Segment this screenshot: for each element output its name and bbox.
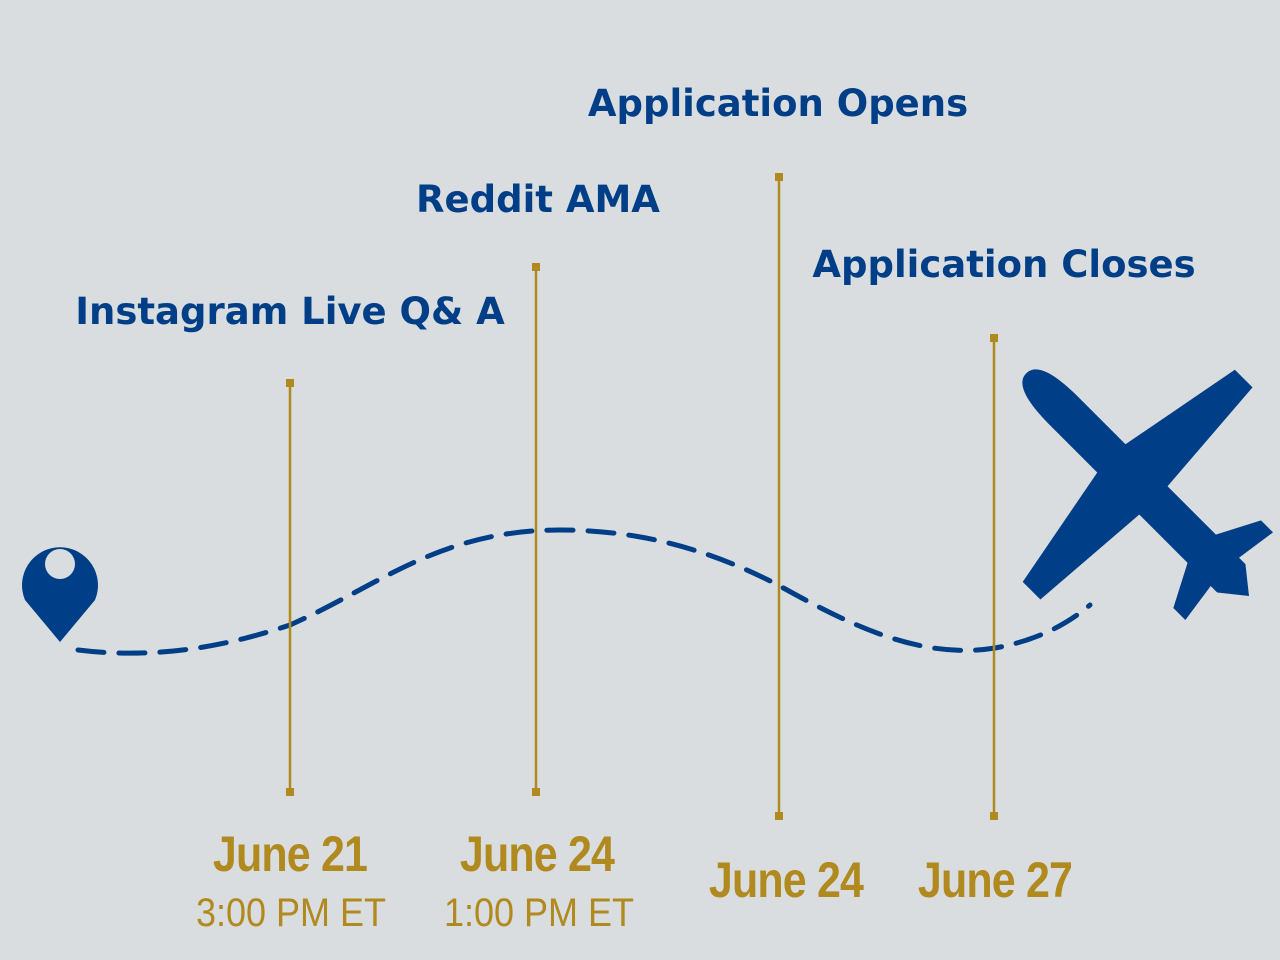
milestone-instagram-live-line (286, 379, 294, 796)
flight-path (75, 527, 1093, 656)
event-title-application-opens: Application Opens (587, 82, 969, 125)
event-title-application-closes: Application Closes (812, 243, 1196, 286)
event-time-reddit-ama: 1:00 PM ET (443, 891, 635, 935)
event-date-application-closes: June 27 (917, 852, 1073, 908)
event-date-instagram-live: June 21 (212, 826, 368, 882)
airplane-icon (1022, 369, 1274, 621)
milestone-reddit-ama-line (532, 263, 540, 796)
event-date-application-opens: June 24 (708, 852, 864, 908)
milestone-application-closes-line (990, 334, 998, 820)
milestone-application-opens-line (775, 173, 783, 820)
event-title-reddit-ama: Reddit AMA (416, 178, 660, 221)
location-pin-icon (22, 547, 99, 642)
event-date-reddit-ama: June 24 (459, 826, 615, 882)
event-title-instagram-live: Instagram Live Q& A (75, 290, 505, 333)
event-time-instagram-live: 3:00 PM ET (195, 891, 387, 935)
